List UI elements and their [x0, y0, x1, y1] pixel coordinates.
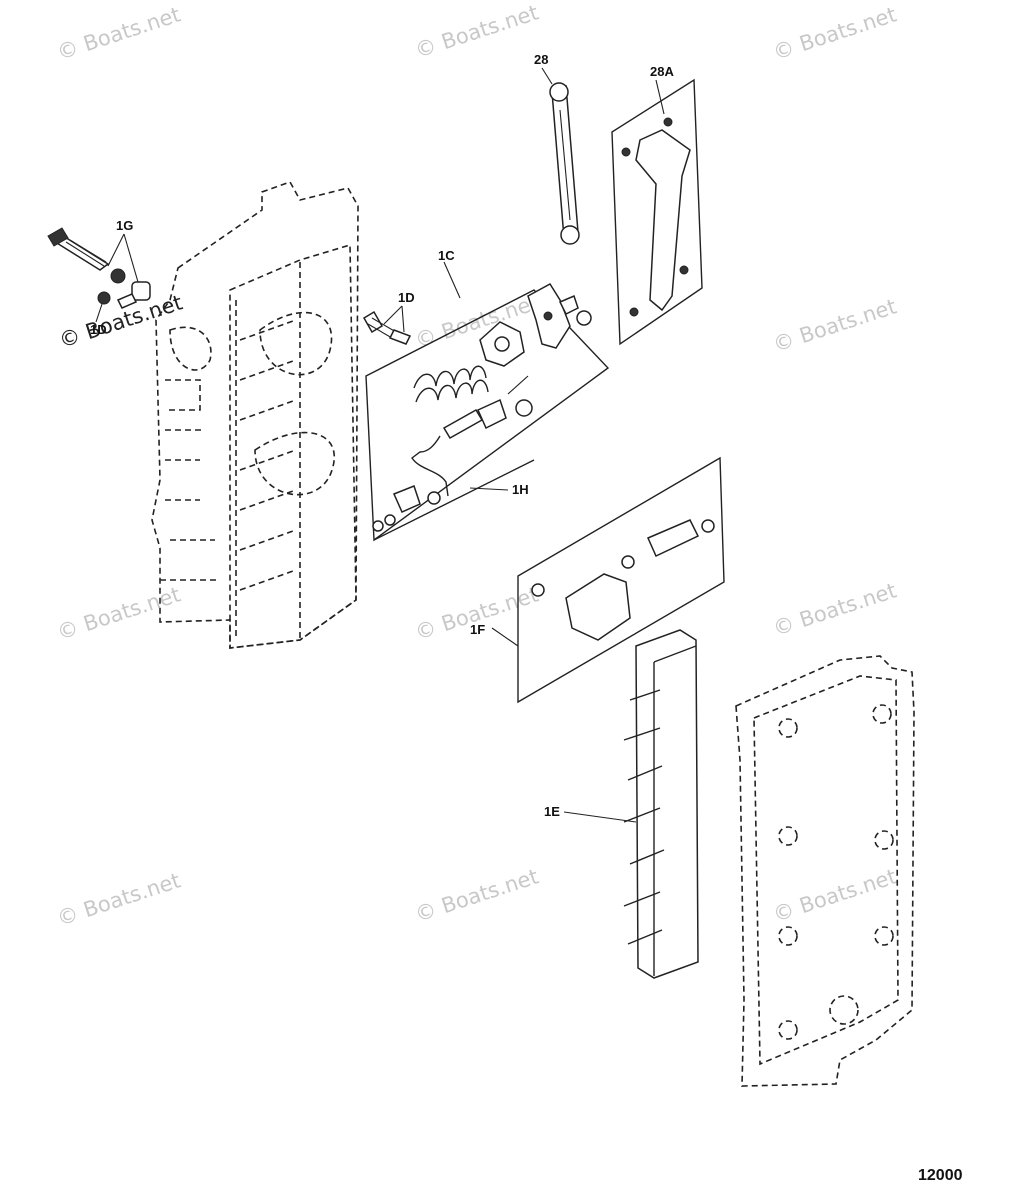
watermark: © Boats.net [412, 864, 541, 926]
separator-plate-right [735, 655, 915, 1087]
label-28a: 28A [650, 64, 674, 79]
part-1c-components [413, 283, 592, 430]
label-1h: 1H [512, 482, 529, 497]
kit-1c-1h-frame [365, 289, 610, 542]
watermark: © Boats.net [54, 582, 183, 644]
label-1g: 1G [116, 218, 133, 233]
part-1f-kit [517, 456, 725, 704]
watermark: © Boats.net [770, 864, 899, 926]
part-labels: 28 28A 1G 1D 1D 1C 1H 1F 1E [90, 52, 674, 819]
label-28: 28 [534, 52, 548, 67]
watermarks: © Boats.net © Boats.net © Boats.net © Bo… [54, 0, 899, 930]
label-leaders [95, 67, 665, 823]
part-28a-plate [611, 78, 703, 346]
label-1f: 1F [470, 622, 485, 637]
watermark: © Boats.net [770, 2, 899, 64]
part-1e-valve-block [623, 629, 699, 979]
figure-number: 12000 [918, 1167, 963, 1184]
label-1e: 1E [544, 804, 560, 819]
watermark: © Boats.net [54, 2, 183, 64]
part-28-link [549, 82, 580, 245]
watermark: © Boats.net [770, 294, 899, 356]
watermark: © Boats.net [770, 578, 899, 640]
part-1d-screw [362, 310, 412, 345]
label-1c: 1C [438, 248, 455, 263]
label-1d-top: 1D [398, 290, 415, 305]
part-1h-components [372, 408, 484, 532]
watermark: © Boats.net [412, 0, 541, 62]
label-1d-bottom: 1D [90, 322, 107, 337]
valve-body-left [151, 181, 359, 649]
part-1g-bolt-assembly [47, 227, 151, 309]
watermark: © Boats.net [54, 868, 183, 930]
